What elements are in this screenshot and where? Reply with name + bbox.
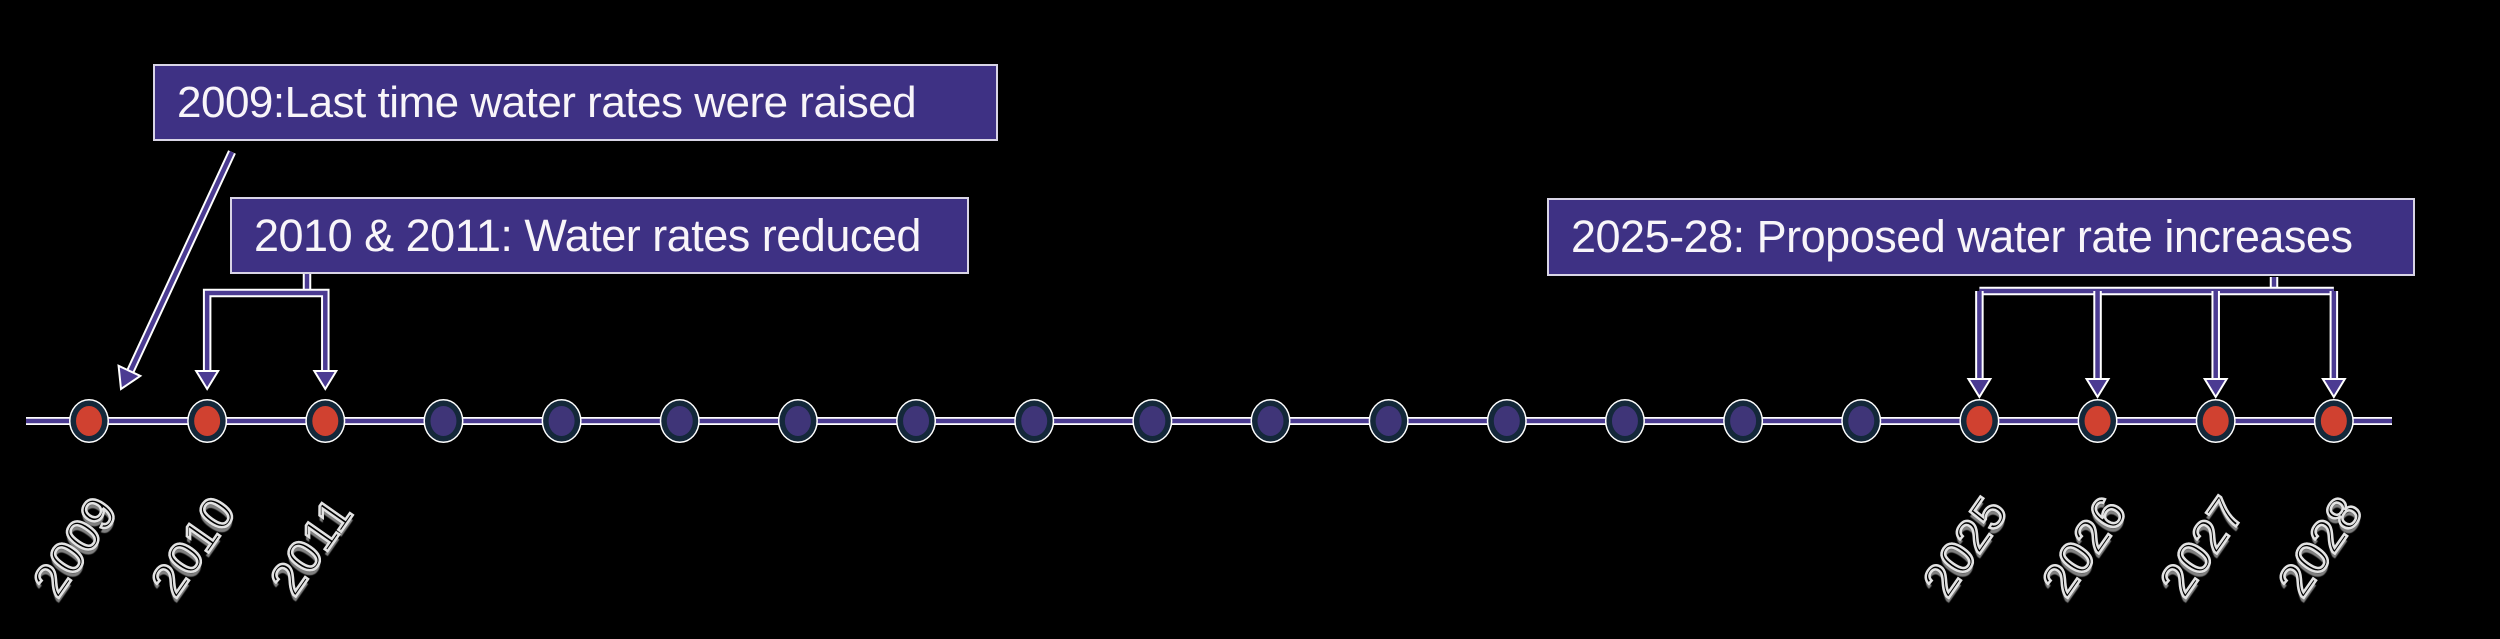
timeline-dot-2015 — [777, 399, 818, 443]
timeline-dot-2014 — [659, 399, 700, 443]
timeline-dot-2024 — [1841, 399, 1882, 443]
timeline-dot-2026 — [2077, 399, 2118, 443]
timeline-dot-2012 — [423, 399, 464, 443]
timeline-dot-2010 — [187, 399, 228, 443]
timeline-dot-2023 — [1723, 399, 1764, 443]
callout-2009-label: 2009:Last time water rates were raised — [177, 77, 917, 127]
arrow-to-2025 — [1966, 378, 1993, 399]
timeline-dot-2028 — [2313, 399, 2354, 443]
timeline-dot-2018 — [1132, 399, 1173, 443]
arrow-to-2011 — [312, 370, 339, 391]
arrow-to-2027 — [2202, 378, 2229, 399]
callout-2009-rates-raised: 2009:Last time water rates were raised — [153, 64, 998, 141]
timeline-dot-2011 — [305, 399, 346, 443]
timeline-dot-2021 — [1486, 399, 1527, 443]
callout-2025-28-proposed-increases: 2025-28: Proposed water rate increases — [1547, 198, 2415, 276]
timeline-dot-2013 — [541, 399, 582, 443]
timeline-dot-2020 — [1368, 399, 1409, 443]
timeline-dot-2025 — [1959, 399, 2000, 443]
arrow-to-2026 — [2084, 378, 2111, 399]
arrow-to-2028 — [2321, 378, 2347, 399]
timeline-dot-2022 — [1604, 399, 1645, 443]
arrow-to-2010 — [194, 370, 220, 391]
timeline-dot-2027 — [2195, 399, 2236, 443]
timeline-dot-2009 — [69, 399, 109, 443]
callout-2025-28-label: 2025-28: Proposed water rate increases — [1571, 211, 2353, 262]
arrow-to-2009 — [117, 364, 143, 391]
timeline-dot-2016 — [896, 399, 937, 443]
timeline-dot-2019 — [1250, 399, 1291, 443]
callout-2010-2011-label: 2010 & 2011: Water rates reduced — [254, 209, 921, 261]
timeline-dot-2017 — [1014, 399, 1055, 443]
callout-2010-2011-rates-reduced: 2010 & 2011: Water rates reduced — [230, 197, 969, 274]
